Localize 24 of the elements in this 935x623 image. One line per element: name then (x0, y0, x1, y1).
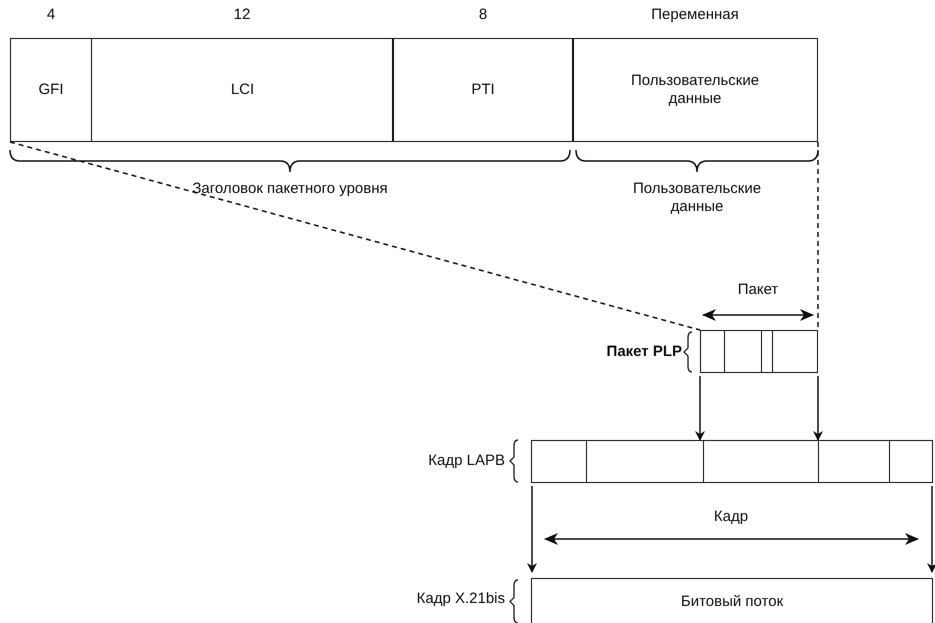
bitstream-box: Битовый поток (531, 578, 933, 623)
field-cell: GFI (10, 38, 92, 142)
bit-size-label: 4 (46, 6, 56, 24)
dashed-line (10, 141, 700, 331)
bit-size-label: 8 (478, 6, 488, 24)
bit-size-label: 12 (234, 6, 250, 24)
field-cell: LCI (91, 38, 394, 142)
arrow (527, 486, 537, 573)
arrow (927, 486, 935, 573)
arrow (695, 376, 705, 441)
dashed-line (817, 142, 819, 330)
arrow (813, 376, 823, 441)
brace-label: Заголовок пакетного уровня (192, 180, 388, 198)
dimension-label: Кадр (714, 508, 748, 526)
layer-label: Кадр X.21bis (416, 590, 505, 608)
brace-label: Пользовательские данные (632, 180, 762, 216)
layer-label: Пакет PLP (606, 343, 682, 361)
dimension-label: Пакет (738, 281, 778, 299)
layer-label: Кадр LAPB (428, 452, 505, 470)
frame-box (531, 440, 933, 483)
bit-size-label: Переменная (651, 6, 739, 24)
field-cell: PTI (392, 38, 574, 142)
packet-box (700, 330, 818, 373)
field-cell: Пользовательские данные (572, 38, 818, 142)
